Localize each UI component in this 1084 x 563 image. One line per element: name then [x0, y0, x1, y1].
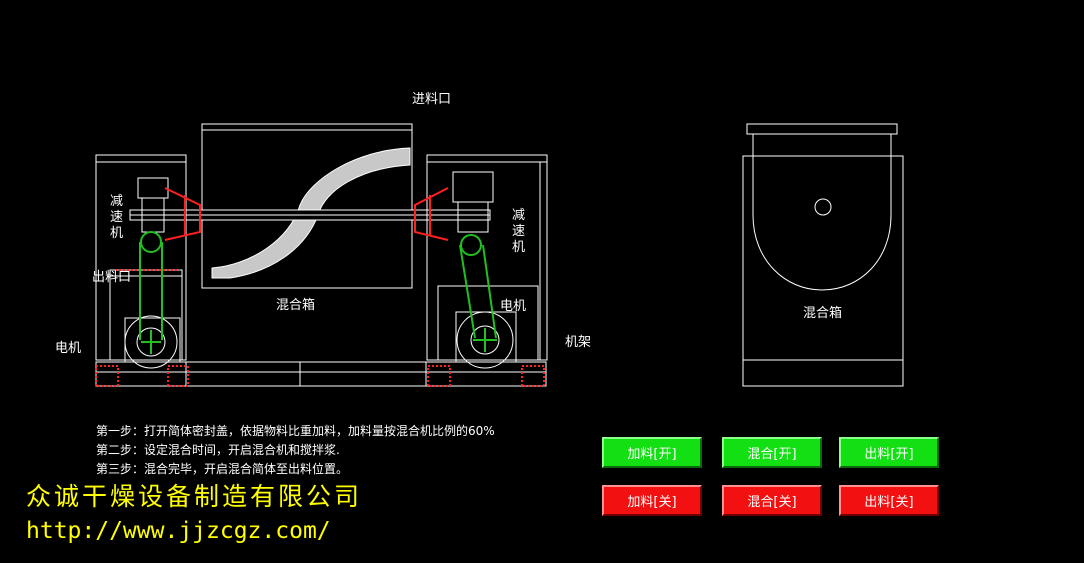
instruction-steps: 第一步：打开简体密封盖，依据物料比重加料，加料量按混合机比例的60% 第二步：设… — [96, 422, 495, 479]
step-1: 第一步：打开简体密封盖，依据物料比重加料，加料量按混合机比例的60% — [96, 424, 495, 438]
discharge-on-button[interactable]: 出料[开] — [839, 437, 939, 468]
left-belt — [139, 242, 163, 340]
company-url: http://www.jjzcgz.com/ — [26, 518, 331, 544]
mix-box-front-label: 混合箱 — [276, 298, 316, 313]
motor-left-label: 电机 — [55, 341, 82, 356]
reducer-left-label: 减速机 — [110, 194, 124, 241]
right-flange — [414, 187, 449, 241]
left-flange — [164, 187, 201, 241]
step-3: 第三步：混合完毕，开启混合简体至出料位置。 — [96, 462, 349, 476]
feed-on-button[interactable]: 加料[开] — [602, 437, 702, 468]
outlet-label: 出料口 — [92, 270, 132, 285]
mix-box-side-label: 混合箱 — [803, 306, 843, 321]
feed-off-button[interactable]: 加料[关] — [602, 485, 702, 516]
mix-off-button[interactable]: 混合[关] — [722, 485, 822, 516]
step-2: 第二步：设定混合时间，开启混合机和搅拌浆. — [96, 443, 340, 457]
right-belt — [459, 244, 497, 339]
base-frame — [95, 361, 547, 387]
mix-on-button[interactable]: 混合[开] — [722, 437, 822, 468]
side-shaft-circle — [814, 198, 832, 216]
mix-box-side-top — [746, 123, 898, 135]
discharge-off-button[interactable]: 出料[关] — [839, 485, 939, 516]
reducer-right-label: 减速机 — [512, 208, 526, 255]
company-name: 众诚干燥设备制造有限公司 — [26, 482, 363, 511]
frame-label: 机架 — [565, 335, 592, 350]
mix-box-side-body — [752, 156, 892, 291]
mix-box-front — [201, 123, 413, 289]
motor-right-label: 电机 — [500, 299, 527, 314]
inlet-label: 进料口 — [412, 92, 452, 107]
right-stand — [426, 154, 548, 361]
